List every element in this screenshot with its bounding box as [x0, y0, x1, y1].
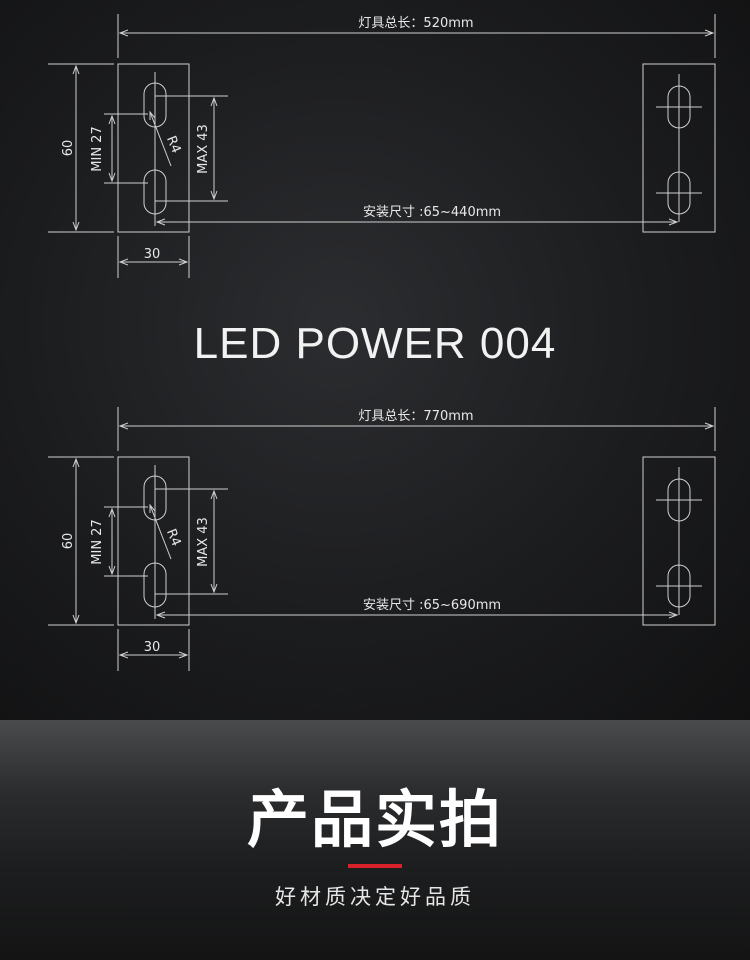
width-label: 30 [144, 247, 161, 262]
red-accent-bar [348, 864, 402, 868]
left-plate [117, 63, 190, 233]
drawing-svg: 灯具总长：520mm 安装尺寸 :65~440mm 60 MIN 27 MAX … [48, 14, 716, 278]
radius-label: R4 [163, 527, 183, 549]
drawing-svg: 灯具总长：770mm 安装尺寸 :65~690mm 60 MIN 27 MAX … [48, 407, 716, 671]
left-plate [117, 456, 190, 626]
max-label: MAX 43 [196, 517, 211, 567]
section-title: 产品实拍 [246, 783, 503, 856]
min-label: MIN 27 [90, 126, 105, 171]
section-subtitle: 好材质决定好品质 [275, 885, 475, 909]
right-plate [642, 456, 716, 626]
section-banner [0, 720, 750, 960]
radius-label: R4 [163, 134, 183, 156]
dimension-drawing-520: 灯具总长：520mm 安装尺寸 :65~440mm 60 MIN 27 MAX … [0, 0, 750, 290]
min-label: MIN 27 [90, 519, 105, 564]
model-title: LED POWER 004 [193, 319, 557, 368]
right-plate [642, 63, 716, 233]
dimension-drawing-770: 灯具总长：770mm 安装尺寸 :65~690mm 60 MIN 27 MAX … [0, 393, 750, 683]
mount-size-label: 安装尺寸 :65~690mm [363, 598, 501, 613]
max-label: MAX 43 [196, 124, 211, 174]
drawing-area [0, 0, 750, 720]
total-length-label: 灯具总长：520mm [358, 16, 473, 31]
total-length-label: 灯具总长：770mm [358, 409, 473, 424]
height-label: 60 [61, 533, 76, 550]
height-label: 60 [61, 140, 76, 157]
mount-size-label: 安装尺寸 :65~440mm [363, 205, 501, 220]
width-label: 30 [144, 640, 161, 655]
